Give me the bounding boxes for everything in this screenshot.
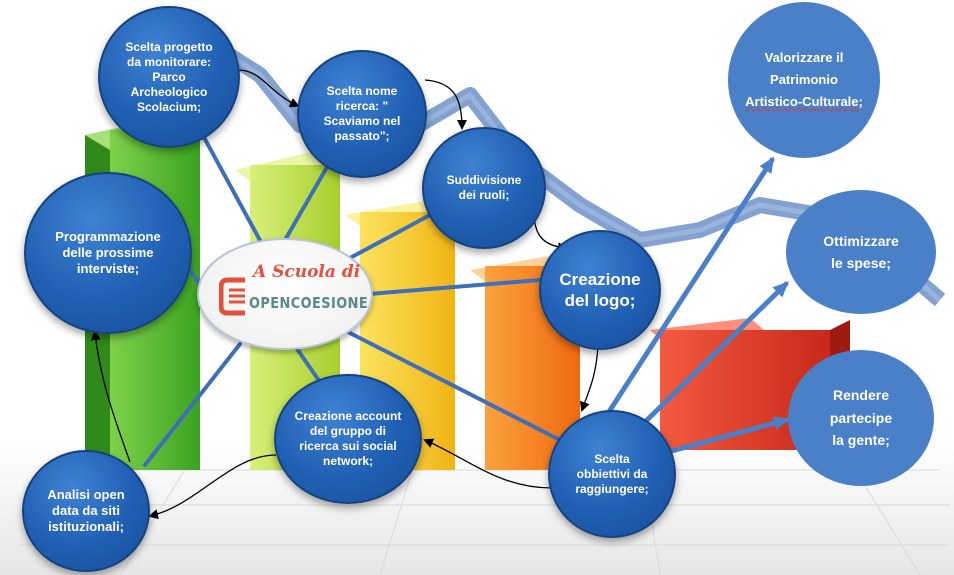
opencoesione-mark-icon [219, 277, 245, 316]
node-scelta-progetto: Scelta progetto da monitorare: Parco Arc… [98, 6, 240, 148]
logo-line-2: OPENCOESIONE [249, 294, 369, 312]
node-scelta-nome: Scelta nome ricerca: " Scaviamo nel pass… [297, 50, 427, 178]
node-suddivisione: Suddivisione dei ruoli; [422, 127, 546, 249]
node-rendere-partecipe: Rendere partecipe la gente; [788, 350, 934, 486]
node-valorizzare: Valorizzare il Patrimonio Artistico-Cult… [728, 2, 880, 158]
node-creazione-account: Creazione account del gruppo di ricerca … [274, 374, 422, 504]
node-analisi-open-data: Analisi open data da siti istituzionali; [22, 450, 150, 572]
node-scelta-obbiettivi: Scelta obbiettivi da raggiungere; [548, 410, 676, 538]
center-logo: A Scuola di OPENCOESIONE [197, 238, 373, 350]
logo-line-1: A Scuola di [253, 262, 361, 282]
node-programmazione: Programmazione delle prossime interviste… [24, 172, 192, 334]
node-ottimizzare: Ottimizzare le spese; [786, 190, 936, 314]
node-creazione-logo: Creazione del logo; [539, 230, 661, 350]
